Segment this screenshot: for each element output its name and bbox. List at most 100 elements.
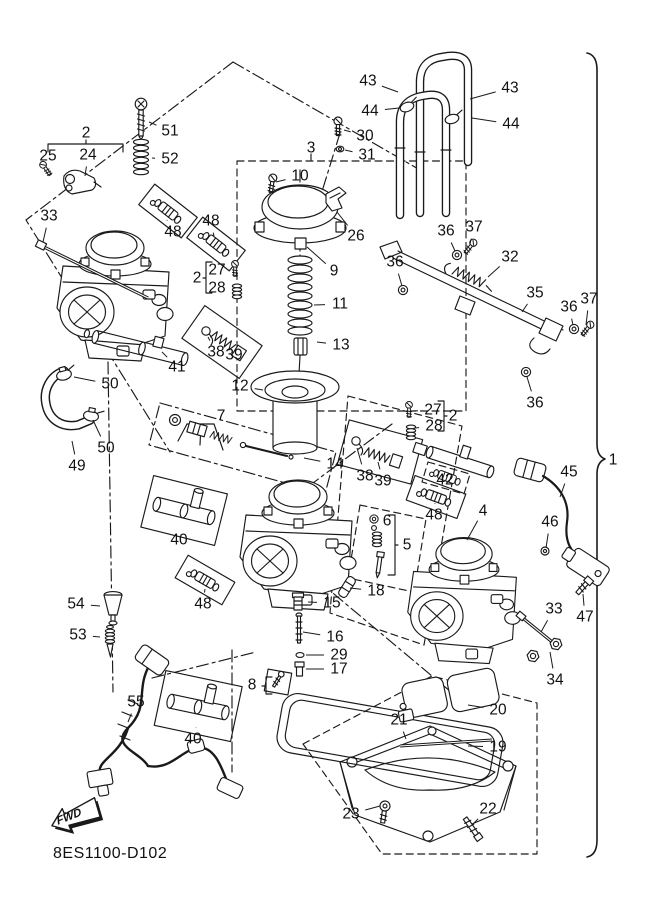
bracket-5 [387,514,399,576]
callout-15: 15 [323,595,340,612]
callout-32: 32 [501,249,518,266]
leader-line-45 [559,483,566,498]
callout-2: 2 [193,270,202,287]
bracket-2-top-left [47,139,124,153]
part-starter-lever-24 [63,169,102,195]
callout-36: 36 [560,299,577,316]
part-needle-holder-13 [293,337,308,356]
callout-36: 36 [437,223,454,240]
part-t-pipe-40 [153,669,243,743]
part-link-spring-32 [444,262,492,292]
callout-54: 54 [67,596,85,613]
callout-22: 22 [479,801,496,818]
callout-9: 9 [330,263,339,280]
part-funnel-54 [103,591,123,626]
part-main-jet-48 [174,554,236,606]
leader-line-37 [585,310,589,326]
part-top-cover-9 [253,184,347,250]
part-spring-28 [405,424,417,441]
leader-line-33 [42,227,47,243]
leader-line-38 [207,336,211,341]
leader-line-43 [469,91,496,100]
callout-3: 3 [307,140,316,157]
bracket-8 [261,676,273,695]
callout-11: 11 [332,296,348,313]
leader-line-19 [467,745,484,747]
callout-51: 51 [161,123,178,140]
leader-line-51 [148,121,157,126]
part-bowl-screw-23 [379,800,391,824]
callout-55: 55 [127,694,144,711]
callout-20: 20 [489,702,507,719]
callout-40: 40 [170,532,188,549]
callout-36: 36 [526,395,543,412]
callout-28: 28 [208,280,225,297]
part-screw-5 [375,550,385,579]
callout-17: 17 [330,661,347,678]
callout-39: 39 [374,473,391,490]
callout-53: 53 [69,627,86,644]
part-t-pipe-40 [140,475,228,546]
callout-43: 43 [359,73,376,90]
leader-line-36 [571,318,574,326]
leader-line-34 [549,651,554,669]
part-needle-16 [295,612,303,644]
callout-41: 41 [168,359,185,376]
leader-line-23 [365,805,381,811]
leader-line-37 [469,238,472,245]
leader-line-53 [92,635,101,638]
callout-8: 8 [248,677,257,694]
box-38-39-right [336,419,424,485]
part-tube-clamp-44 [399,96,417,113]
callout-2: 2 [449,408,458,425]
callout-48: 48 [164,224,181,241]
part-float-pin-19 [399,738,493,748]
leader-line-26 [336,211,348,226]
part-vent-tubes-43 [394,51,473,220]
parts-art [34,51,610,843]
part-plunger-38-39-left [201,326,248,362]
callout-10: 10 [291,168,309,185]
part-cap-18 [338,576,356,598]
callout-29: 29 [330,647,347,664]
leader-line-36 [450,242,456,252]
callout-43: 43 [501,80,518,97]
leader-line-55 [127,713,132,723]
part-screw-37 [578,319,596,338]
callout-52: 52 [161,151,178,168]
callout-44: 44 [502,116,520,133]
part-tube-clamp-44 [444,109,463,125]
part-screw-51 [134,97,148,141]
part-plunger-38-39-right [351,436,404,469]
callout-26: 26 [347,228,364,245]
leader-line-32 [487,266,501,278]
leader-line-47 [582,593,585,606]
leader-line-44 [471,117,497,123]
part-spring-52 [132,138,150,176]
leader-line-13 [316,341,327,344]
part-nut-34 [525,649,541,663]
part-bolt-17 [294,661,305,677]
leader-line-43 [381,85,399,93]
leader-line-41 [161,351,168,358]
part-washer-6 [369,514,379,524]
leader-line-35 [521,303,528,313]
callout-16: 16 [326,629,343,646]
part-hose-clamp-50 [82,407,105,422]
leader-line-14 [303,457,321,462]
callout-5: 5 [403,537,412,554]
callout-49: 49 [68,458,85,475]
leader-line-4 [466,520,479,541]
leader-line-48 [204,588,206,593]
callout-48: 48 [194,596,211,613]
part-screw-27 [405,401,413,418]
part-tps-sensor-47 [561,546,610,596]
callout-28: 28 [425,418,442,435]
part-washer-36 [397,284,409,296]
callout-24: 24 [79,147,97,164]
callout-30: 30 [356,128,374,145]
part-washer-36 [568,323,580,335]
leader-line-38 [356,447,363,465]
